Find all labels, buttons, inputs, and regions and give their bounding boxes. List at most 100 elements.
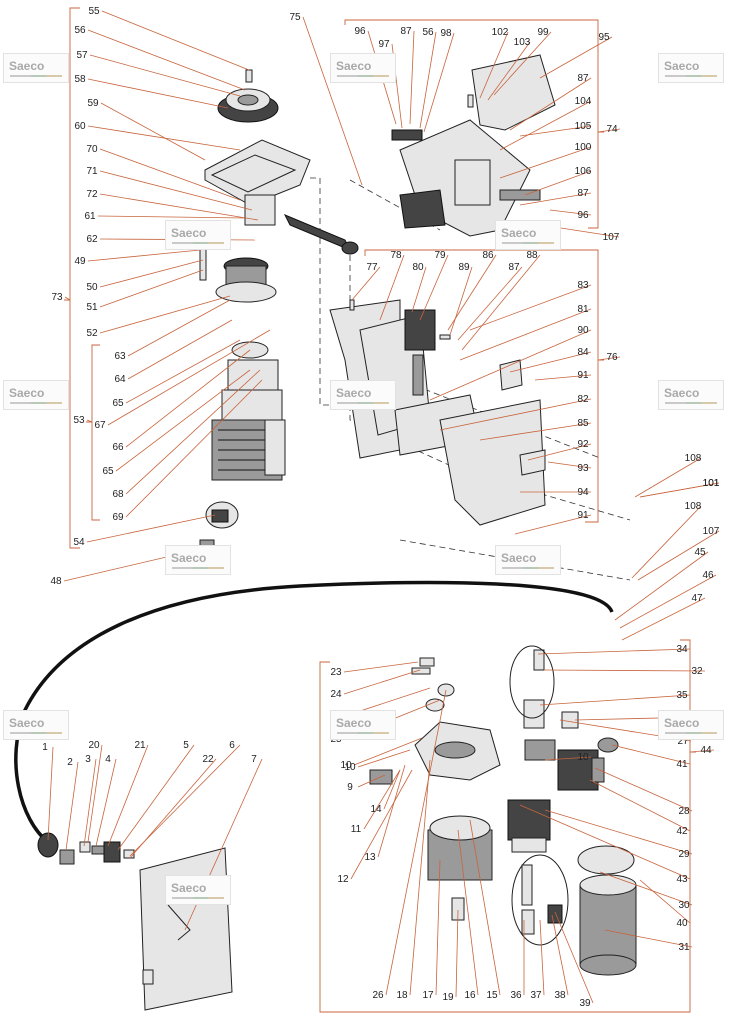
leader-line (519, 192, 592, 206)
part-number-label: 106 (575, 166, 592, 177)
part-number-label: 79 (434, 250, 446, 261)
leader-line (83, 758, 97, 847)
leader-line (383, 769, 401, 810)
part-number-label: 29 (678, 849, 690, 860)
part-number-label: 83 (577, 280, 589, 291)
grinder-assembly (199, 69, 359, 555)
leader-line (302, 16, 363, 186)
part-number-label: 41 (676, 759, 688, 770)
part-number-label: 10 (344, 762, 356, 773)
part-number-label: 108 (685, 501, 702, 512)
part-number-label: 19 (442, 992, 454, 1003)
leader-line (419, 254, 449, 321)
part-number-label: 7 (251, 754, 257, 765)
part-number-label: 103 (514, 37, 531, 48)
part-number-label: 36 (510, 990, 522, 1001)
leader-line (357, 774, 386, 788)
part-number-label: 4 (105, 754, 111, 765)
leader-line (357, 749, 411, 768)
part-number-label: 102 (492, 27, 509, 38)
leader-line (639, 879, 691, 924)
leader-line (634, 457, 702, 498)
part-number-label: 53 (73, 415, 85, 426)
part-number-label: 76 (606, 352, 618, 363)
part-number-label: 57 (76, 50, 88, 61)
watermark-logo: Saeco (330, 710, 396, 740)
part-number-label: 80 (412, 262, 424, 273)
part-number-label: 10 (340, 760, 352, 771)
part-number-label: 81 (577, 304, 589, 315)
leader-line (107, 329, 271, 426)
part-number-label: 15 (486, 990, 498, 1001)
leader-line (611, 744, 691, 765)
part-number-label: 100 (575, 142, 592, 153)
part-number-label: 43 (676, 874, 688, 885)
leader-line (459, 308, 592, 361)
leader-line (429, 329, 592, 401)
part-number-label: 86 (482, 250, 494, 261)
leader-line (619, 574, 717, 629)
part-number-label: 65 (102, 466, 114, 477)
watermark-logo: Saeco (658, 710, 724, 740)
part-number-label: 51 (86, 302, 98, 313)
leader-line (353, 737, 423, 766)
leader-line (614, 551, 709, 621)
part-number-label: 14 (370, 804, 382, 815)
part-number-label: 44 (700, 745, 712, 756)
part-number-label: 47 (691, 593, 703, 604)
leader-line (117, 744, 195, 851)
part-number-label: 13 (364, 852, 376, 863)
part-number-label: 6 (229, 740, 235, 751)
part-number-label: 21 (134, 740, 146, 751)
part-number-label: 2 (67, 757, 73, 768)
leader-line (101, 10, 250, 71)
part-number-label: 66 (112, 442, 124, 453)
part-number-label: 45 (694, 547, 706, 558)
leader-line (99, 269, 204, 308)
part-number-label: 69 (112, 512, 124, 523)
leader-line (125, 369, 261, 495)
leader-line (409, 30, 415, 125)
part-number-label: 98 (440, 28, 452, 39)
leader-line (639, 482, 720, 498)
part-number-label: 59 (87, 98, 99, 109)
part-number-label: 28 (678, 806, 690, 817)
watermark-logo: Saeco (165, 875, 231, 905)
leader-line (385, 689, 447, 996)
leader-line (637, 530, 720, 581)
part-number-label: 73 (51, 292, 63, 303)
part-number-label: 50 (86, 282, 98, 293)
part-number-label: 58 (74, 74, 86, 85)
part-number-label: 101 (703, 478, 720, 489)
leader-line (97, 215, 246, 219)
part-number-label: 88 (526, 250, 538, 261)
leader-line (379, 254, 405, 321)
part-number-label: 95 (598, 32, 610, 43)
part-number-label: 101 (703, 478, 720, 489)
part-number-label: 46 (702, 570, 714, 581)
part-number-label: 48 (50, 576, 62, 587)
part-number-label: 39 (579, 998, 591, 1009)
leader-line (435, 859, 441, 996)
leader-line (509, 351, 592, 373)
leader-line (125, 349, 251, 448)
leader-line (423, 32, 455, 133)
leader-line (597, 128, 621, 133)
leader-line (457, 266, 523, 341)
watermark-logo: Saeco (165, 545, 231, 575)
part-number-label: 23 (330, 667, 342, 678)
inlet-fittings (37, 832, 233, 1011)
watermark-logo: Saeco (3, 53, 69, 83)
part-number-label: 78 (390, 250, 402, 261)
part-number-label: 85 (577, 418, 589, 429)
part-number-label: 93 (577, 463, 589, 474)
leader-line (549, 209, 592, 216)
watermark-logo: Saeco (165, 220, 231, 250)
leader-line (551, 914, 569, 996)
leader-line (544, 756, 592, 761)
leader-line (351, 266, 381, 301)
leader-line (539, 919, 545, 996)
part-number-label: 70 (86, 144, 98, 155)
part-number-label: 99 (537, 27, 549, 38)
leader-line (409, 759, 431, 996)
